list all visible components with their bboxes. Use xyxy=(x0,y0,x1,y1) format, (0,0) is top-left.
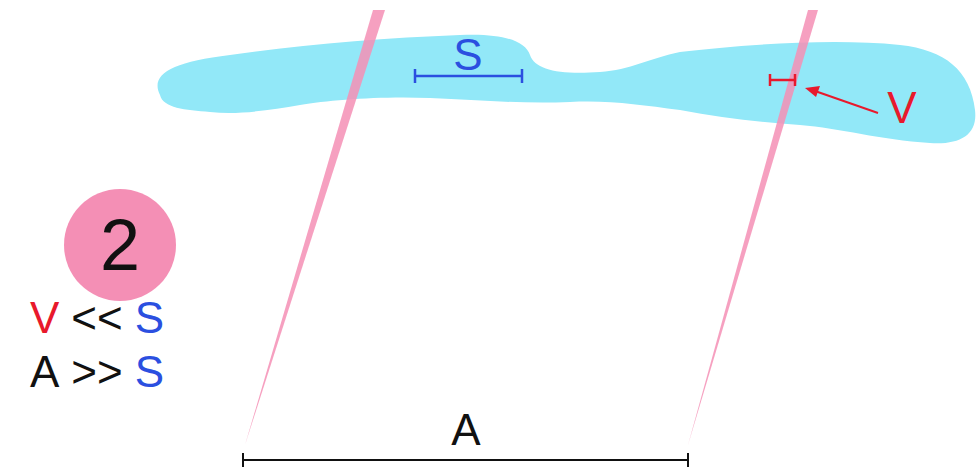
callout-circle xyxy=(64,189,176,301)
v-bracket xyxy=(770,74,795,86)
relation-text: V xyxy=(30,296,59,340)
relation-row: A >> S xyxy=(30,350,164,394)
relation-row: V << S xyxy=(30,296,164,340)
beam-left xyxy=(245,10,385,445)
relation-text: << xyxy=(71,296,122,340)
dimension-line xyxy=(243,453,688,467)
blob-region xyxy=(158,35,976,144)
dimension-label: A xyxy=(451,408,480,452)
v-label: V xyxy=(887,86,916,130)
relation-text: S xyxy=(135,296,164,340)
beam-right xyxy=(688,10,818,445)
relation-text: S xyxy=(135,350,164,394)
v-leader xyxy=(805,86,878,113)
callout-number: 2 xyxy=(100,209,140,281)
relation-text: A xyxy=(30,350,59,394)
callout-number-node: 2 xyxy=(64,189,176,301)
relation-text: >> xyxy=(71,350,122,394)
s-label: S xyxy=(453,33,482,77)
